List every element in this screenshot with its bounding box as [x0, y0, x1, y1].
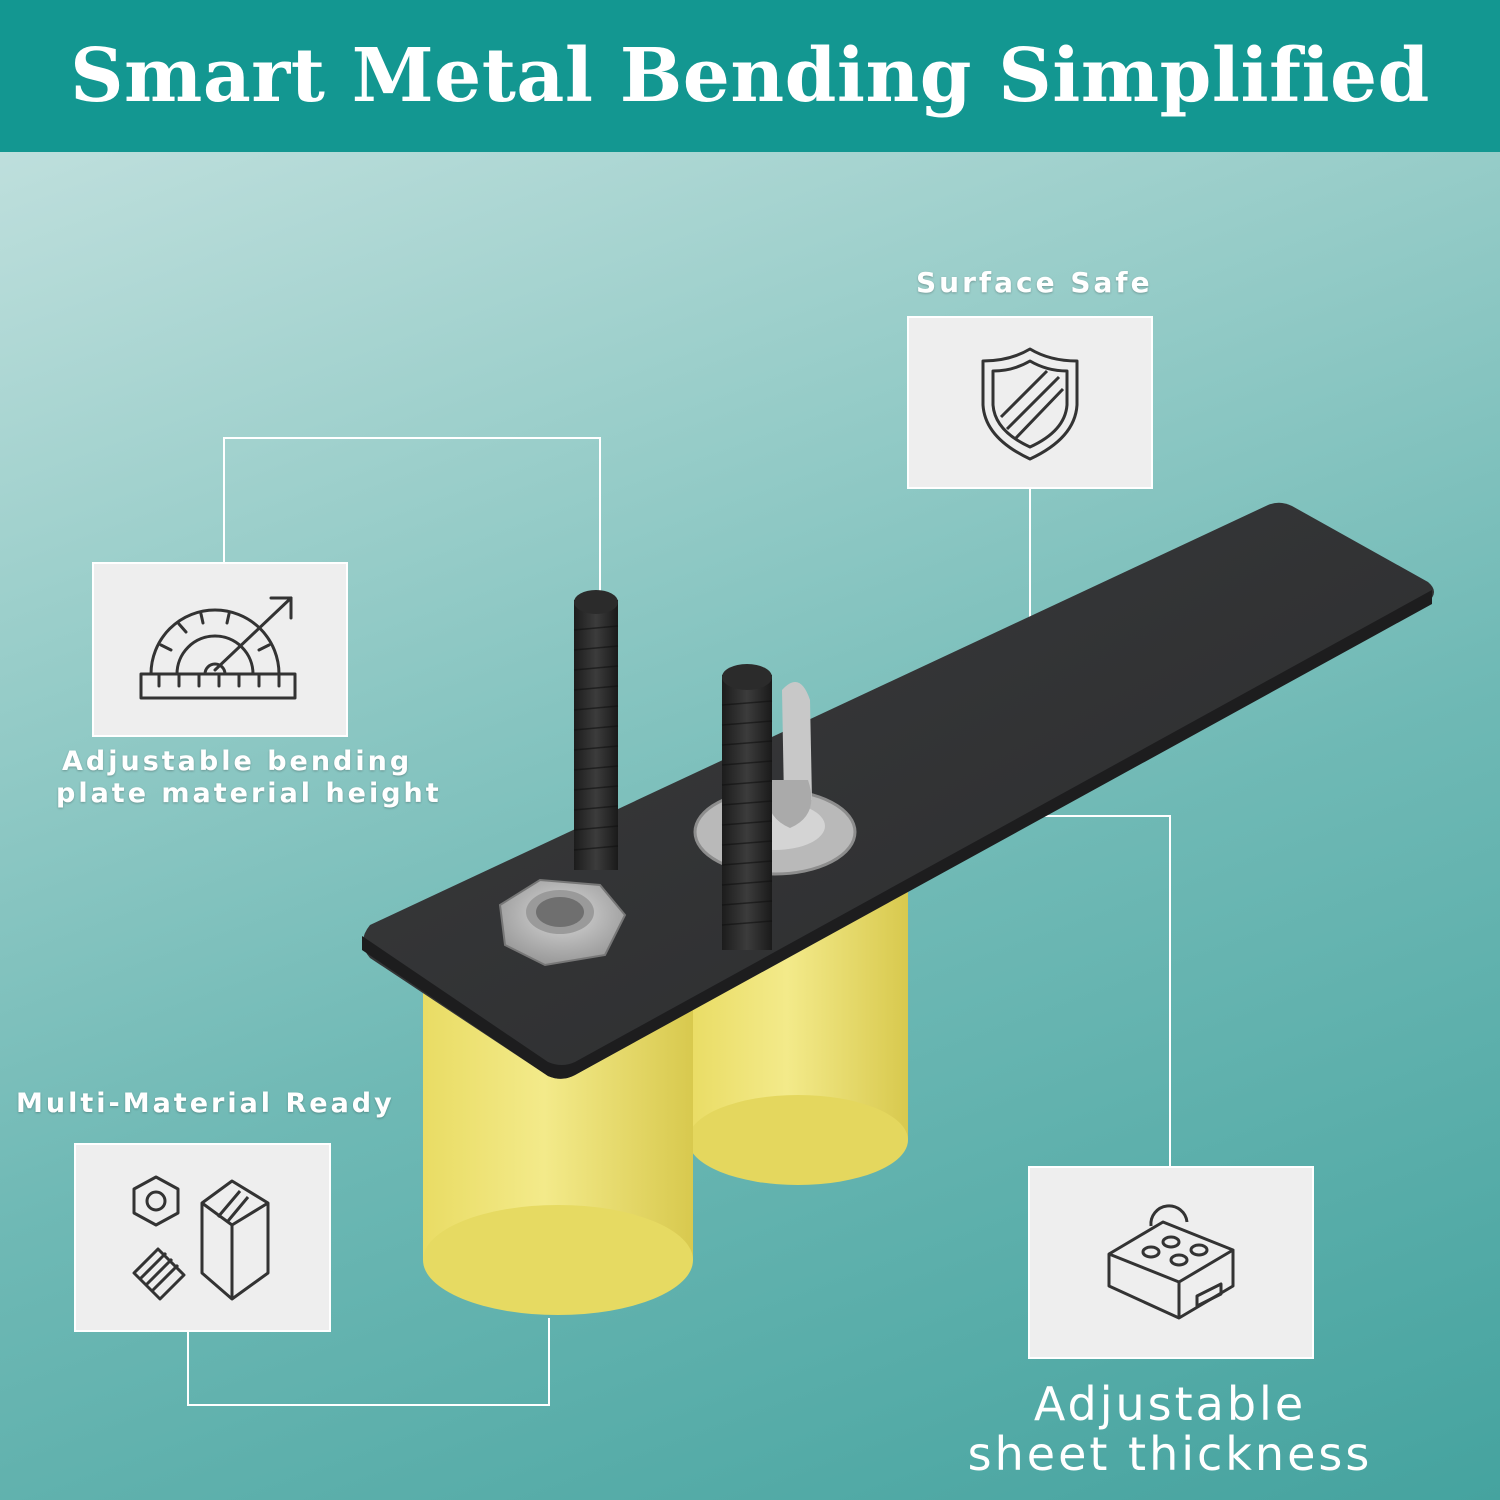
bending-height-label-line2: plate material height — [56, 778, 442, 809]
bolt-left — [573, 590, 619, 870]
bending-height-label-line1: Adjustable bending — [62, 746, 413, 777]
hex-nut — [498, 878, 627, 967]
multi-material-panel — [74, 1143, 331, 1332]
block-icon — [1107, 1203, 1235, 1319]
materials-icon — [132, 1175, 269, 1300]
protractor-icon — [139, 596, 297, 699]
metal-plate — [363, 502, 1434, 1079]
sheet-thickness-panel — [1028, 1166, 1314, 1359]
multi-material-label: Multi-Material Ready — [16, 1088, 395, 1119]
page-title: Smart Metal Bending Simplified — [70, 33, 1430, 119]
shield-icon — [981, 347, 1079, 460]
bending-height-panel — [92, 562, 348, 737]
header-banner: Smart Metal Bending Simplified — [0, 0, 1500, 152]
bolt-right — [721, 664, 773, 950]
sheet-thickness-label: Adjustable sheet thickness — [960, 1377, 1380, 1481]
surface-safe-label: Surface Safe — [916, 266, 1153, 299]
surface-safe-panel — [907, 316, 1153, 489]
sheet-thickness-label-line2: sheet thickness — [967, 1426, 1373, 1481]
sheet-thickness-label-line1: Adjustable — [1033, 1377, 1307, 1431]
